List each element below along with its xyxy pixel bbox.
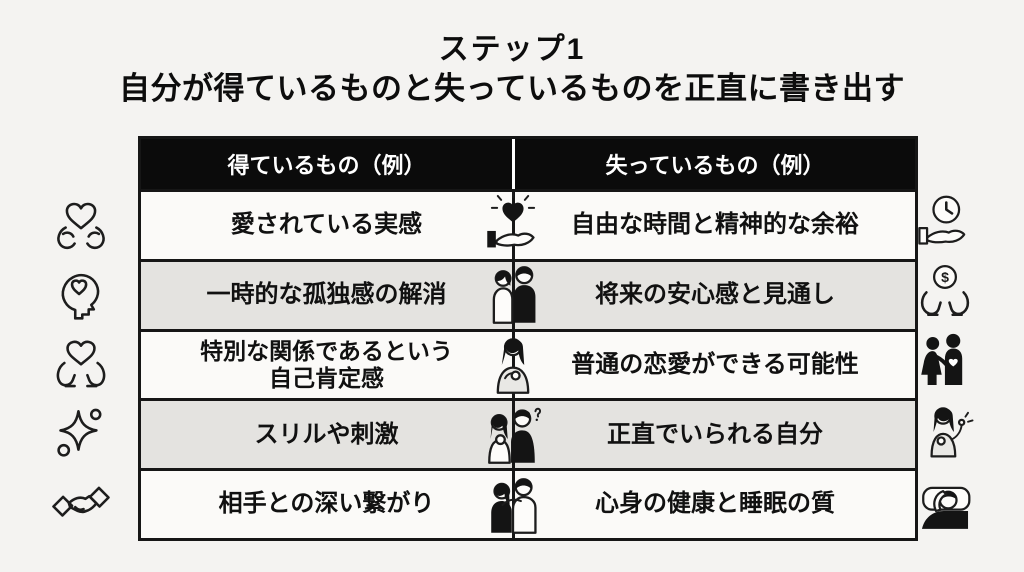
column-divider: [512, 261, 515, 329]
gain-label: 相手との深い繋がり: [218, 490, 435, 518]
hand-holding-clock-icon: [913, 191, 977, 255]
table-row: 特別な関係であるという 自己肯定感 普通の恋愛ができる可能性: [141, 328, 915, 399]
gain-label: 一時的な孤独感の解消: [206, 281, 447, 309]
header-divider: [512, 139, 515, 189]
comparison-table: 得ているもの（例） 失っているもの（例） 愛されている実感 自由な時間と精神的な…: [138, 136, 918, 541]
uneasy-couple-icon: [467, 401, 559, 468]
loss-label: 正直でいられる自分: [607, 420, 823, 448]
sleepless-person-icon: [913, 470, 977, 534]
column-divider: [512, 331, 515, 399]
table-row: スリルや刺激 正直でいられる自分: [141, 398, 915, 469]
head-with-heart-icon: [49, 262, 113, 326]
loss-label: 将来の安心感と見通し: [595, 281, 835, 309]
gain-label: 愛されている実感: [230, 211, 423, 239]
header-gain-label: 得ているもの（例）: [227, 153, 426, 178]
gain-label: 特別な関係であるという 自己肯定感: [200, 337, 453, 391]
title-step: ステップ1: [438, 33, 586, 66]
gain-label: スリルや刺激: [254, 420, 399, 448]
hand-offering-heart-icon: [467, 192, 559, 259]
open-hands-heart-icon: [49, 331, 113, 395]
couple-silhouette-icon: [911, 330, 975, 394]
hands-holding-coin-icon: $: [913, 261, 977, 325]
hands-holding-heart-icon: [49, 193, 113, 257]
column-divider: [512, 192, 515, 259]
header-loss-label: 失っているもの（例）: [605, 153, 825, 178]
svg-text:$: $: [941, 269, 949, 285]
table-row: 一時的な孤独感の解消 将来の安心感と見通し: [141, 258, 915, 329]
table-row: 愛されている実感 自由な時間と精神的な余裕: [141, 189, 915, 259]
title-heading: 自分が得ているものと失っているものを正直に書き出す: [119, 71, 905, 106]
table-header: 得ているもの（例） 失っているもの（例）: [141, 139, 915, 189]
woman-hand-on-chest-icon: [467, 332, 559, 399]
loss-label: 自由な時間と精神的な余裕: [571, 211, 859, 239]
handshake-icon: [49, 470, 113, 534]
woman-raising-hand-icon: [913, 400, 977, 464]
sparkle-icon: [49, 401, 113, 465]
loss-label: 普通の恋愛ができる可能性: [571, 350, 859, 378]
table-row: 相手との深い繋がり 心身の健康と睡眠の質: [141, 468, 915, 538]
loss-label: 心身の健康と睡眠の質: [595, 490, 835, 518]
embracing-couple-icon: [467, 471, 559, 538]
back-to-back-couple-icon: [467, 262, 559, 329]
